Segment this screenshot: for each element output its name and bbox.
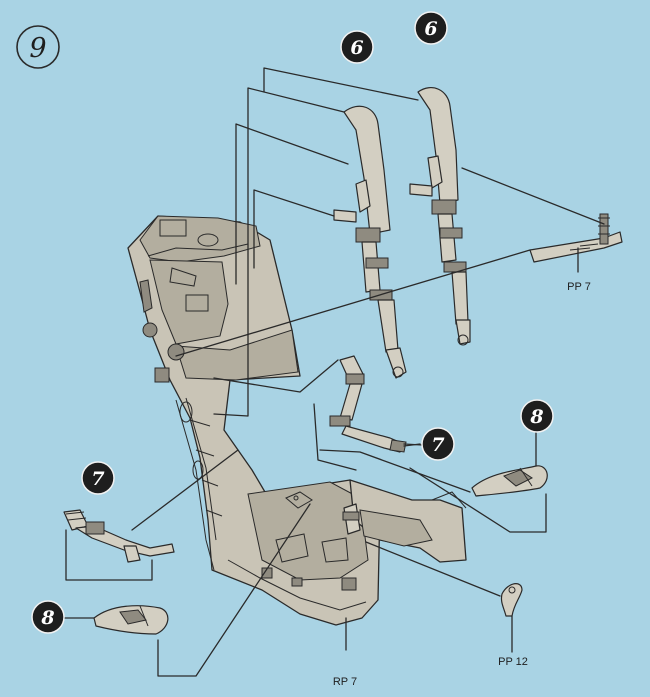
callout-7-center-label: 7 — [431, 434, 444, 456]
step-number: 9 — [29, 33, 46, 64]
ejection-seat — [127, 215, 467, 626]
shoulder-strap-right — [409, 87, 471, 346]
part-pp7 — [529, 213, 623, 263]
pad-left — [93, 605, 169, 635]
step-badge: 9 — [16, 25, 60, 69]
ref-pp7: PP 7 — [567, 281, 591, 293]
callout-8-left: 8 — [31, 600, 65, 634]
callout-8-right: 8 — [520, 399, 554, 433]
callout-6-left-label: 6 — [350, 37, 363, 59]
pad-right — [471, 465, 548, 497]
ref-pp12: PP 12 — [498, 656, 528, 668]
lap-belt-center — [329, 355, 407, 453]
callout-6-right-label: 6 — [424, 18, 437, 40]
callout-8-left-label: 8 — [40, 607, 54, 629]
callout-8-right-label: 8 — [529, 406, 543, 428]
shoulder-strap-left — [333, 105, 407, 379]
part-pp12 — [500, 583, 523, 617]
callout-7-center: 7 — [421, 427, 455, 461]
callout-7-left: 7 — [81, 461, 115, 495]
lap-belt-left — [63, 509, 175, 563]
callout-6-left: 6 — [340, 30, 374, 64]
callout-7-left-label: 7 — [91, 468, 104, 490]
leader-lines — [61, 67, 605, 677]
ref-rp7: RP 7 — [333, 676, 357, 688]
callout-6-right: 6 — [414, 11, 448, 45]
